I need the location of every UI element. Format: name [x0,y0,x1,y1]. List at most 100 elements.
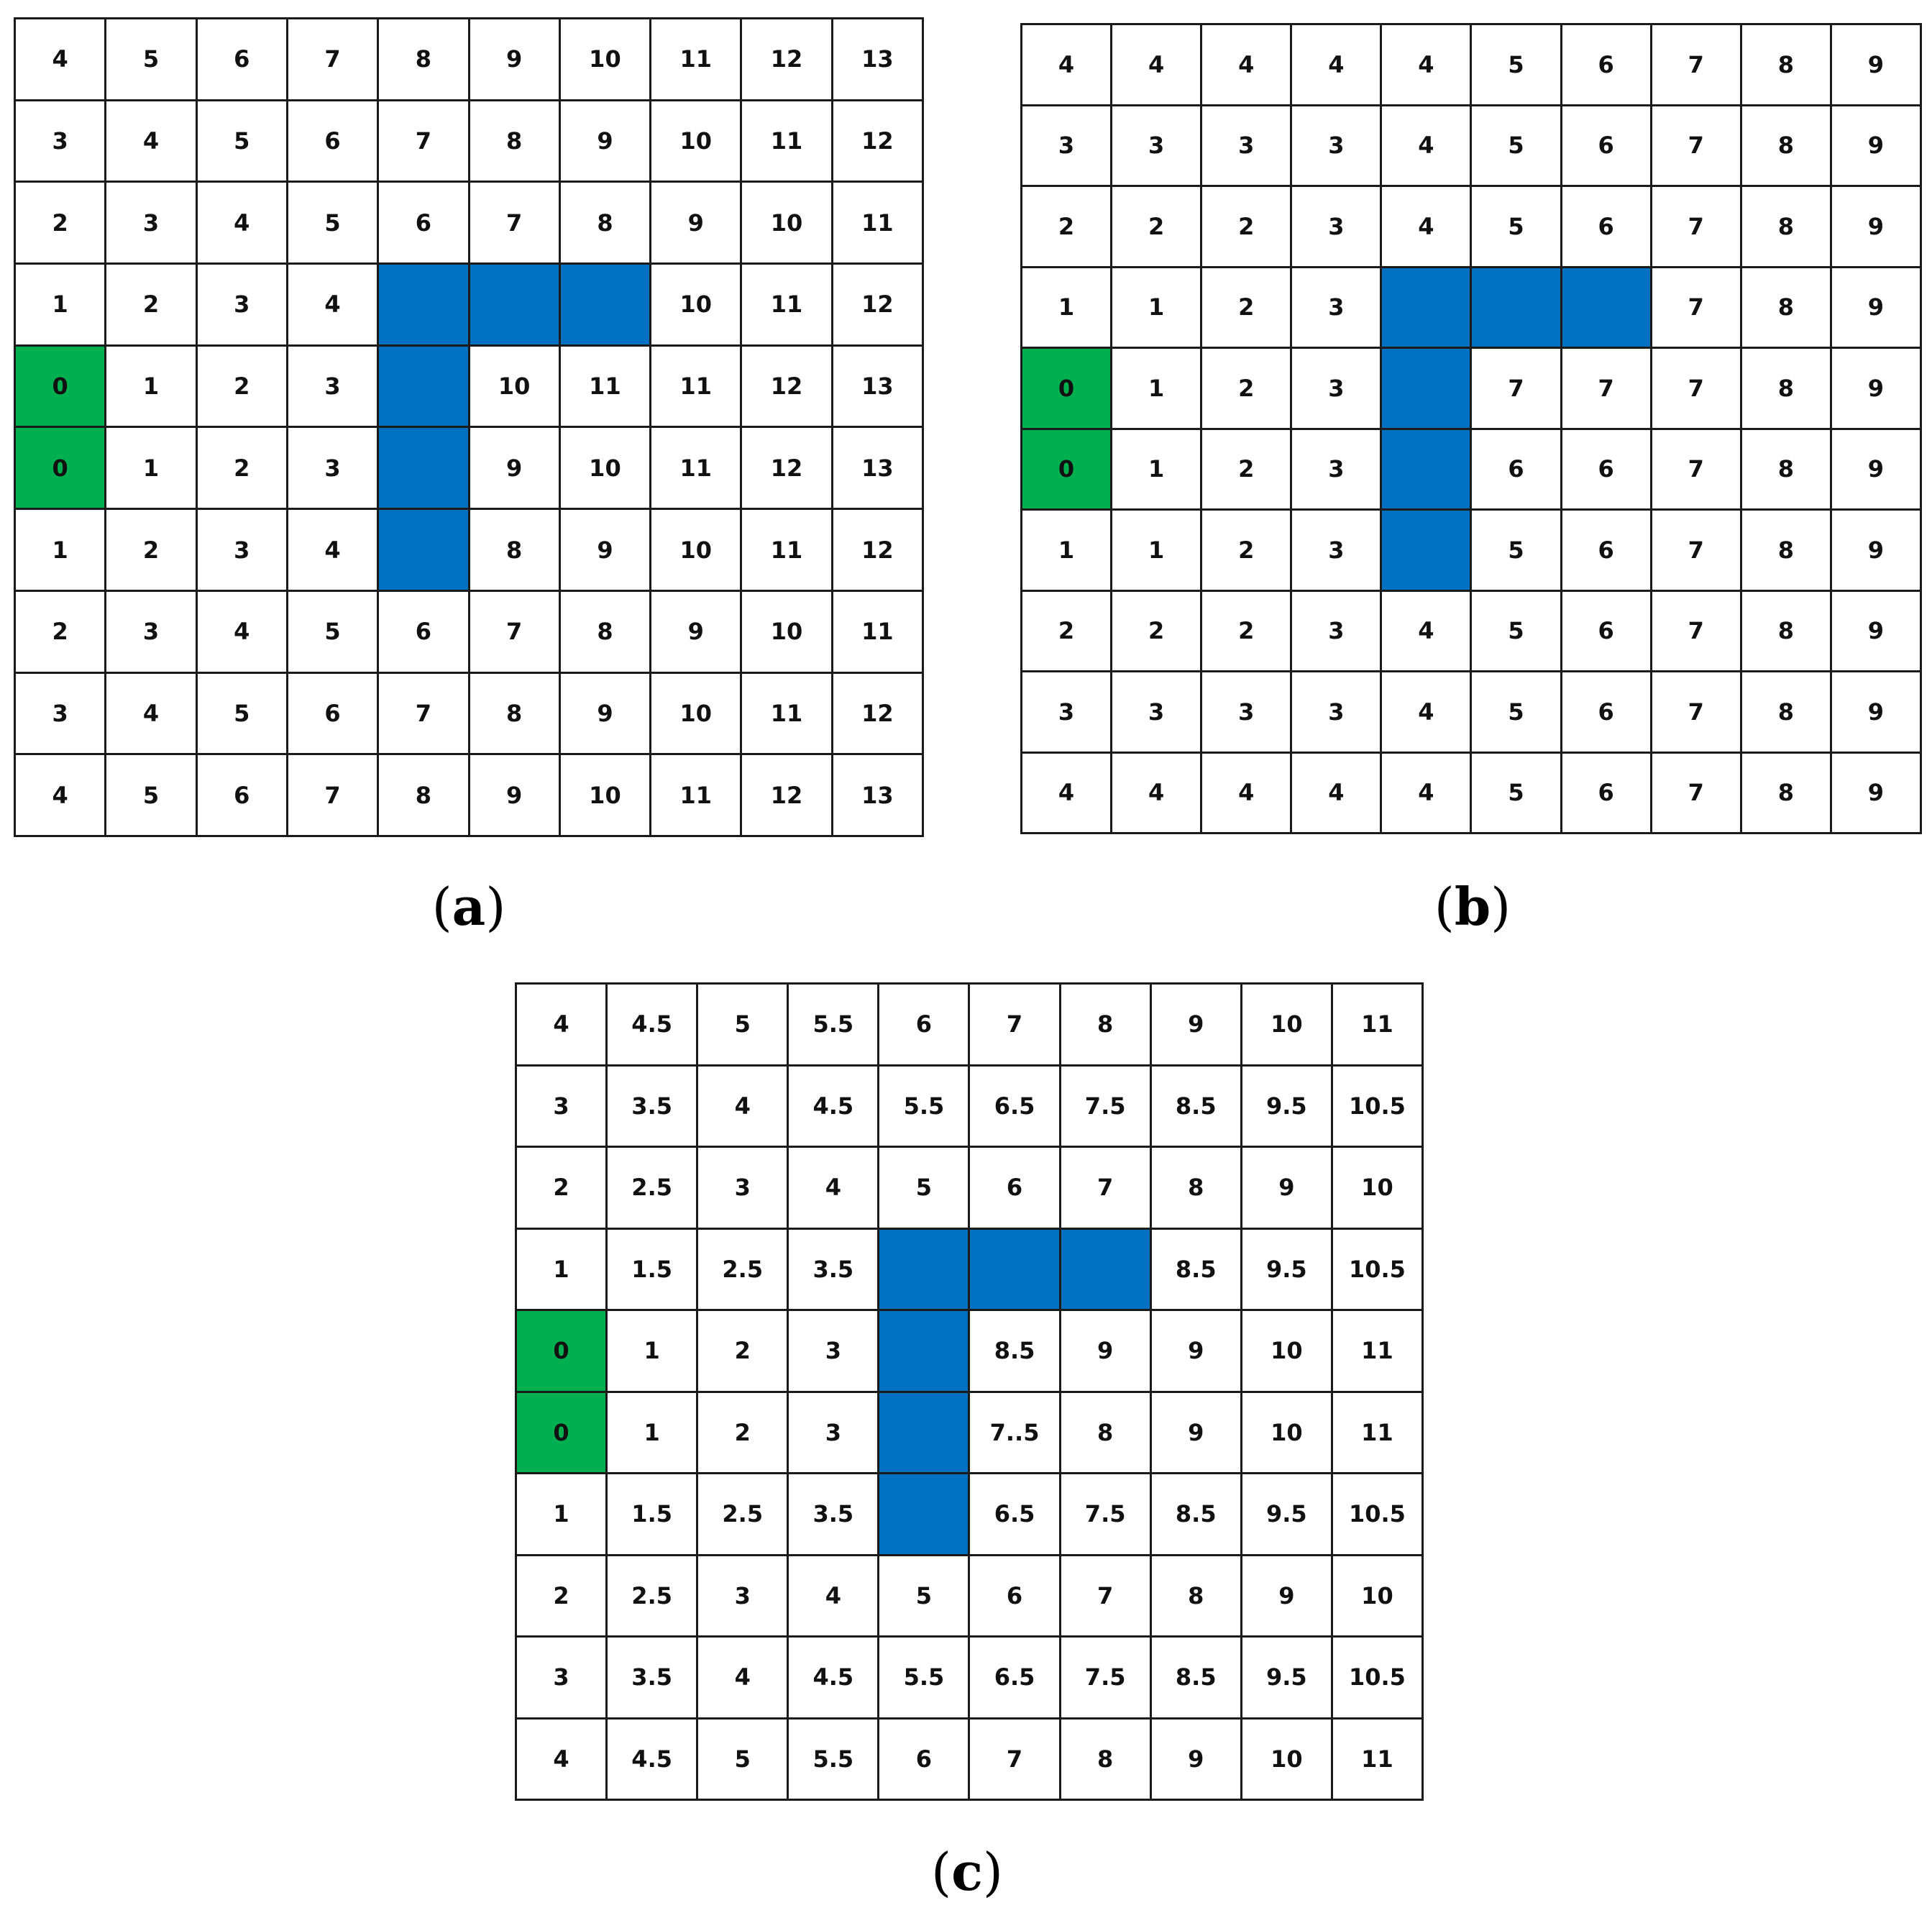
distance-cell: 9 [651,591,743,674]
distance-cell: 6.5 [970,1638,1061,1720]
distance-cell: 9 [1831,349,1922,430]
distance-cell: 8 [1741,672,1832,754]
distance-cell: 3 [1202,106,1293,187]
distance-cell: 4 [517,985,608,1067]
distance-cell: 8 [1741,268,1832,349]
distance-cell: 10 [1332,1148,1424,1230]
distance-cell: 6 [1562,591,1652,672]
distance-cell: 4 [1382,753,1473,834]
distance-cell: 7 [1652,753,1742,834]
distance-cell: 2 [1202,591,1293,672]
distance-cell: 6 [1562,511,1652,592]
distance-cell: 7 [1562,349,1652,430]
distance-cell: 10.5 [1332,1638,1424,1720]
distance-cell: 9 [1151,1719,1242,1801]
distance-cell: 3 [1292,672,1383,754]
distance-cell: 9 [1151,1311,1242,1393]
distance-cell: 9 [1151,985,1242,1067]
distance-cell: 9 [1242,1556,1333,1638]
distance-cell: 10 [560,755,652,837]
distance-cell: 3.5 [608,1638,699,1720]
distance-cell: 10.5 [1332,1474,1424,1556]
distance-cell: 11 [742,673,833,756]
distance-cell: 9.5 [1242,1638,1333,1720]
distance-cell: 11 [651,19,743,101]
distance-cell: 11 [651,755,743,837]
distance-cell: 6 [288,673,380,756]
goal-cell: 0 [16,346,107,429]
distance-cell: 3 [698,1556,789,1638]
distance-cell: 4 [1112,753,1203,834]
distance-cell: 4 [1292,25,1383,106]
distance-cell: 4 [789,1556,880,1638]
distance-cell: 7 [1061,1148,1152,1230]
distance-cell: 7 [1652,268,1742,349]
distance-cell: 4.5 [789,1066,880,1148]
distance-cell: 11 [651,346,743,429]
distance-cell: 3 [1292,187,1383,268]
distance-cell: 10 [742,591,833,674]
distance-cell: 4 [1382,187,1473,268]
obstacle-cell [379,265,470,347]
distance-cell: 8 [1741,187,1832,268]
distance-cell: 5 [106,19,198,101]
distance-cell: 9.5 [1242,1066,1333,1148]
distance-cell: 5 [1472,25,1562,106]
distance-cell: 7 [288,19,380,101]
distance-cell: 3 [1292,591,1383,672]
distance-cell: 11 [833,591,924,674]
distance-cell: 4 [1382,25,1473,106]
distance-cell: 4 [789,1148,880,1230]
goal-cell: 0 [16,428,107,511]
distance-cell: 11 [742,265,833,347]
distance-cell: 8 [470,510,561,592]
distance-cell: 4 [698,1638,789,1720]
distance-cell: 2 [16,183,107,265]
distance-cell: 4 [1382,591,1473,672]
distance-cell: 8 [1741,25,1832,106]
distance-cell: 1 [517,1229,608,1311]
distance-cell: 11 [742,510,833,592]
distance-cell: 6 [879,985,971,1067]
distance-cell: 1 [1112,429,1203,511]
distance-cell: 4 [1202,753,1293,834]
distance-cell: 11 [742,101,833,183]
distance-cell: 1 [517,1474,608,1556]
distance-cell: 3 [197,265,288,347]
distance-cell: 12 [742,19,833,101]
distance-cell: 4.5 [608,1719,699,1801]
caption-c-label: c [951,1841,983,1902]
distance-cell: 12 [833,265,924,347]
distance-cell: 5 [1472,672,1562,754]
obstacle-cell [879,1474,971,1556]
distance-cell: 3 [16,101,107,183]
distance-cell: 7 [379,101,470,183]
distance-cell: 7 [1652,25,1742,106]
distance-cell: 8 [1061,985,1152,1067]
distance-cell: 3 [1292,429,1383,511]
distance-cell: 10 [651,265,743,347]
distance-cell: 3 [106,591,198,674]
distance-cell: 7 [1652,511,1742,592]
obstacle-cell [970,1229,1061,1311]
distance-cell: 4 [106,101,198,183]
distance-cell: 9 [560,510,652,592]
obstacle-cell [470,265,561,347]
distance-cell: 2 [106,265,198,347]
distance-cell: 4 [106,673,198,756]
distance-cell: 9 [1831,268,1922,349]
distance-cell: 1 [1112,349,1203,430]
distance-cell: 1 [1022,268,1113,349]
distance-cell: 9 [1831,187,1922,268]
caption-c: (c) [930,1841,1004,1902]
goal-cell: 0 [517,1311,608,1393]
distance-cell: 4 [1202,25,1293,106]
distance-cell: 4 [288,510,380,592]
distance-cell: 10 [651,673,743,756]
caption-b: (b) [1434,876,1511,937]
distance-cell: 8 [1741,106,1832,187]
distance-cell: 1 [1022,511,1113,592]
distance-cell: 8.5 [1151,1066,1242,1148]
